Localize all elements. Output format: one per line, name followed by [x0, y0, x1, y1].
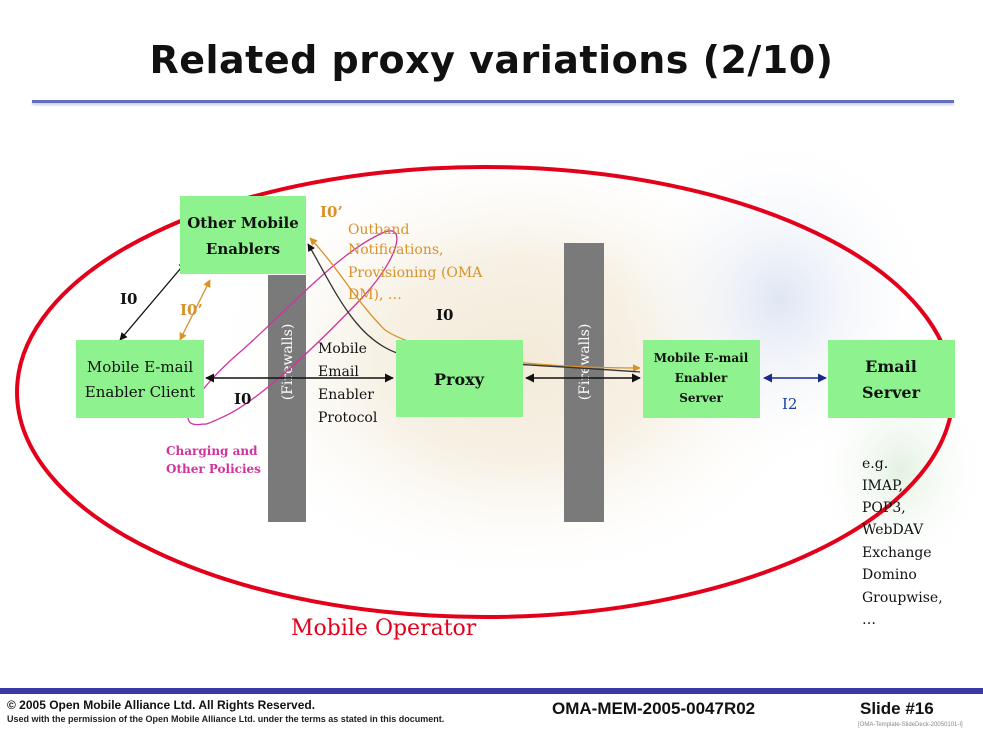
footer-doc-id: OMA-MEM-2005-0047R02 — [552, 699, 756, 718]
i0-label-protocol: I0 — [234, 390, 251, 408]
example-3: WebDAV — [862, 522, 924, 538]
protocol-line4: Protocol — [318, 410, 378, 426]
other-enablers-box: Other Mobile Enablers — [180, 196, 306, 274]
firewall-right: (Firewalls) — [564, 243, 604, 522]
enabler-server-line1: Mobile E-mail — [654, 351, 749, 365]
i2-label: I2 — [782, 395, 797, 413]
protocol-line2: Email — [318, 364, 359, 380]
i0-prime-label-top: I0’ — [320, 203, 343, 221]
protocol-label: Mobile Email Enabler Protocol — [318, 341, 378, 426]
protocol-line1: Mobile — [318, 341, 367, 357]
protocol-examples: e.g. IMAP, POP3, WebDAV Exchange Domino … — [862, 456, 943, 628]
protocol-line3: Enabler — [318, 387, 374, 403]
enabler-server-box: Mobile E-mail Enabler Server — [643, 340, 760, 418]
client-box: Mobile E-mail Enabler Client — [76, 340, 204, 418]
charging-policy-loop — [187, 230, 398, 426]
footer-copyright: © 2005 Open Mobile Alliance Ltd. All Rig… — [7, 698, 316, 712]
example-1: IMAP, — [862, 478, 903, 494]
i0-prime-label-client: I0’ — [180, 301, 203, 319]
footer-template-ref: [OMA-Template-SlideDeck-20050101-I] — [858, 722, 963, 728]
client-line1: Mobile E-mail — [87, 358, 193, 376]
footer-slide-number: Slide #16 — [860, 699, 934, 718]
outband-label: Outband Notifications, Provisioning (OMA… — [348, 222, 483, 303]
charging-line1: Charging and — [166, 444, 258, 458]
example-4: Exchange — [862, 545, 932, 561]
example-0: e.g. — [862, 456, 888, 472]
mobile-operator-label: Mobile Operator — [291, 616, 477, 641]
charging-line2: Other Policies — [166, 462, 261, 476]
i0-label-proxy: I0 — [436, 306, 453, 324]
outband-line1: Outband — [348, 222, 409, 238]
outband-line3: Provisioning (OMA — [348, 265, 483, 281]
email-server-line1: Email — [865, 357, 917, 376]
outband-line4: DM), … — [348, 287, 402, 303]
client-line2: Enabler Client — [85, 383, 195, 401]
example-7: … — [862, 612, 876, 628]
example-6: Groupwise, — [862, 590, 943, 606]
other-enablers-line1: Other Mobile — [187, 214, 299, 232]
enabler-server-line3: Server — [679, 391, 723, 405]
other-enablers-line2: Enablers — [206, 240, 280, 258]
outband-line2: Notifications, — [348, 242, 444, 258]
architecture-diagram: (Firewalls) (Firewalls) Other Mobile Ena… — [15, 130, 983, 641]
slide-title: Related proxy variations (2/10) — [149, 38, 834, 82]
firewall-left: (Firewalls) — [268, 275, 306, 522]
title-underline — [32, 100, 954, 103]
firewall-left-label: (Firewalls) — [280, 324, 296, 401]
charging-label: Charging and Other Policies — [166, 444, 261, 476]
example-5: Domino — [862, 567, 917, 583]
firewall-right-label: (Firewalls) — [577, 324, 593, 401]
enabler-server-line2: Enabler — [675, 371, 728, 385]
proxy-label: Proxy — [434, 370, 485, 389]
example-2: POP3, — [862, 500, 906, 516]
proxy-box: Proxy — [396, 340, 523, 417]
footer-bar — [0, 688, 983, 694]
i0-client-enablers-link — [119, 261, 187, 341]
footer-permission: Used with the permission of the Open Mob… — [7, 714, 445, 724]
email-server-line2: Server — [862, 383, 921, 402]
i0-label-client: I0 — [120, 290, 137, 308]
outband-notification-link — [309, 237, 641, 372]
email-server-box: Email Server — [828, 340, 955, 418]
